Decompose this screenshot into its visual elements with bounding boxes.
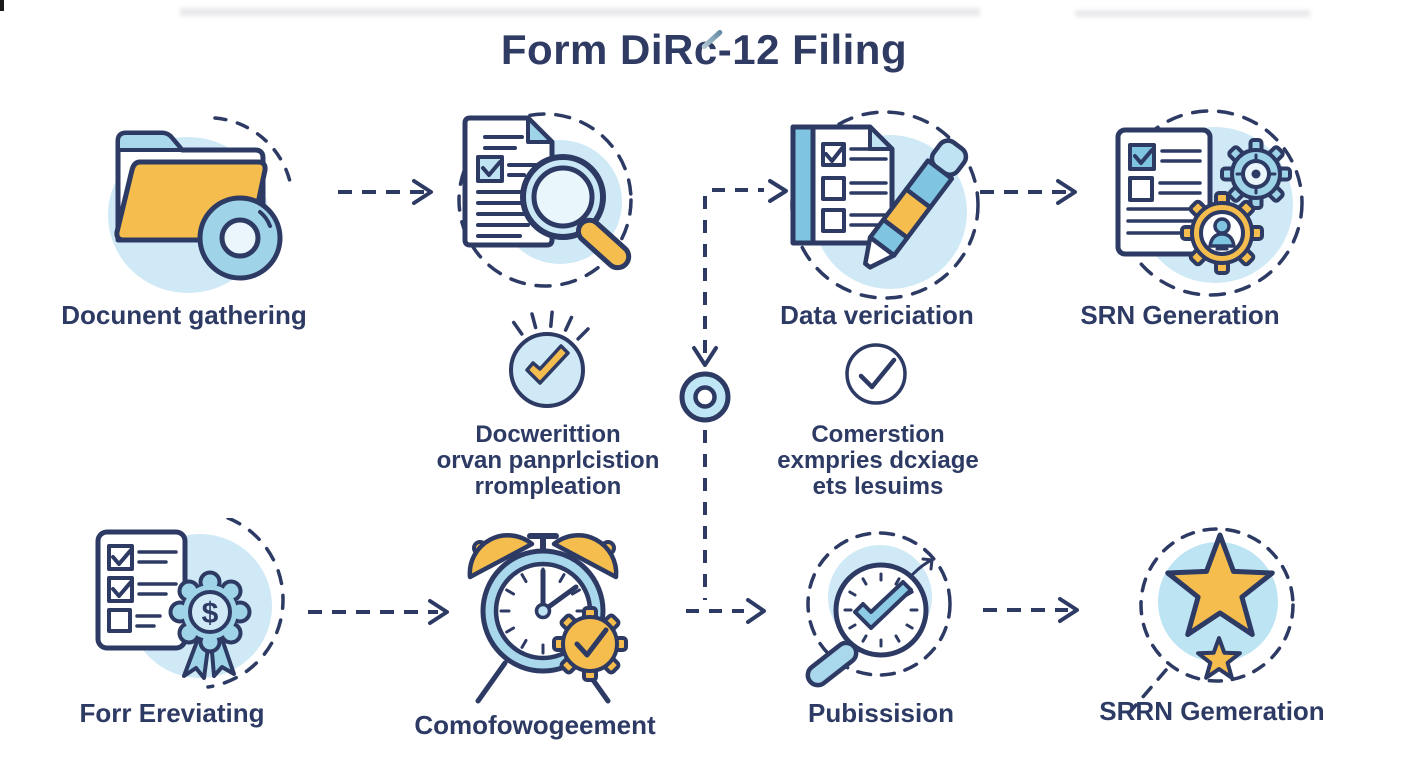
folder-icon xyxy=(108,116,293,293)
magnifier-check-icon xyxy=(805,531,952,688)
gear-blue xyxy=(1220,138,1292,210)
donut-node-icon xyxy=(679,371,731,423)
step-srn-generation xyxy=(1090,105,1320,330)
step-acknowledgement xyxy=(450,515,675,735)
edge-artifact xyxy=(180,8,980,16)
step-document-gathering xyxy=(88,100,308,300)
step-srn-generation-final xyxy=(1128,520,1333,725)
checklist-badge-icon: $ xyxy=(95,516,285,689)
edge-artifact xyxy=(1075,10,1310,17)
dollar-rosette: $ xyxy=(168,570,252,680)
document-magnifier-icon xyxy=(457,112,633,288)
check-circle-rays-icon xyxy=(509,310,590,408)
flow-node-circle xyxy=(677,369,733,430)
step-label-form-evaluating: Forr Ereviating xyxy=(79,698,265,728)
label-line: rrompleation xyxy=(474,473,622,500)
step-label-acknowledgement: Comofowogeement xyxy=(414,710,656,740)
step-label-data-verification: Data vericiation xyxy=(780,300,974,330)
mid-label-documentation: Docwerittion orvan panprlcistion rromple… xyxy=(437,422,660,500)
label-line: orvan panprlcistion xyxy=(436,447,660,474)
dollar-symbol: $ xyxy=(202,597,219,630)
step-label-srn-generation-final: SRRN Gemeration xyxy=(1099,696,1325,726)
step-document-review xyxy=(430,95,670,315)
star-icon xyxy=(1128,527,1295,714)
label-line: Comerstion xyxy=(811,421,945,448)
label-line: Docwerittion xyxy=(475,421,621,448)
gear-check xyxy=(552,606,628,682)
alarm-clock-icon xyxy=(467,533,628,704)
step-label-document-gathering: Docunent gathering xyxy=(61,300,307,330)
mid-label-review: Comerstion exmpries dcxiage ets lesuims xyxy=(777,422,978,500)
label-line: exmpries dcxiage xyxy=(777,447,979,474)
checklist-pen-icon xyxy=(790,110,980,300)
step-label-submission: Pubissision xyxy=(808,698,954,728)
mid-check-review xyxy=(843,341,913,416)
step-submission xyxy=(785,522,990,717)
document-gears-icon xyxy=(1115,109,1304,297)
step-data-verification xyxy=(780,100,1000,325)
check-circle-icon xyxy=(845,343,907,405)
gear-yellow-person xyxy=(1180,191,1264,275)
small-arrow-icon xyxy=(911,557,934,576)
label-line: ets lesuims xyxy=(812,473,944,500)
step-form-evaluating: $ xyxy=(78,516,308,713)
step-label-srn-generation: SRN Generation xyxy=(1080,300,1280,330)
edge-artifact xyxy=(0,0,4,11)
mid-check-documentation xyxy=(492,308,602,428)
